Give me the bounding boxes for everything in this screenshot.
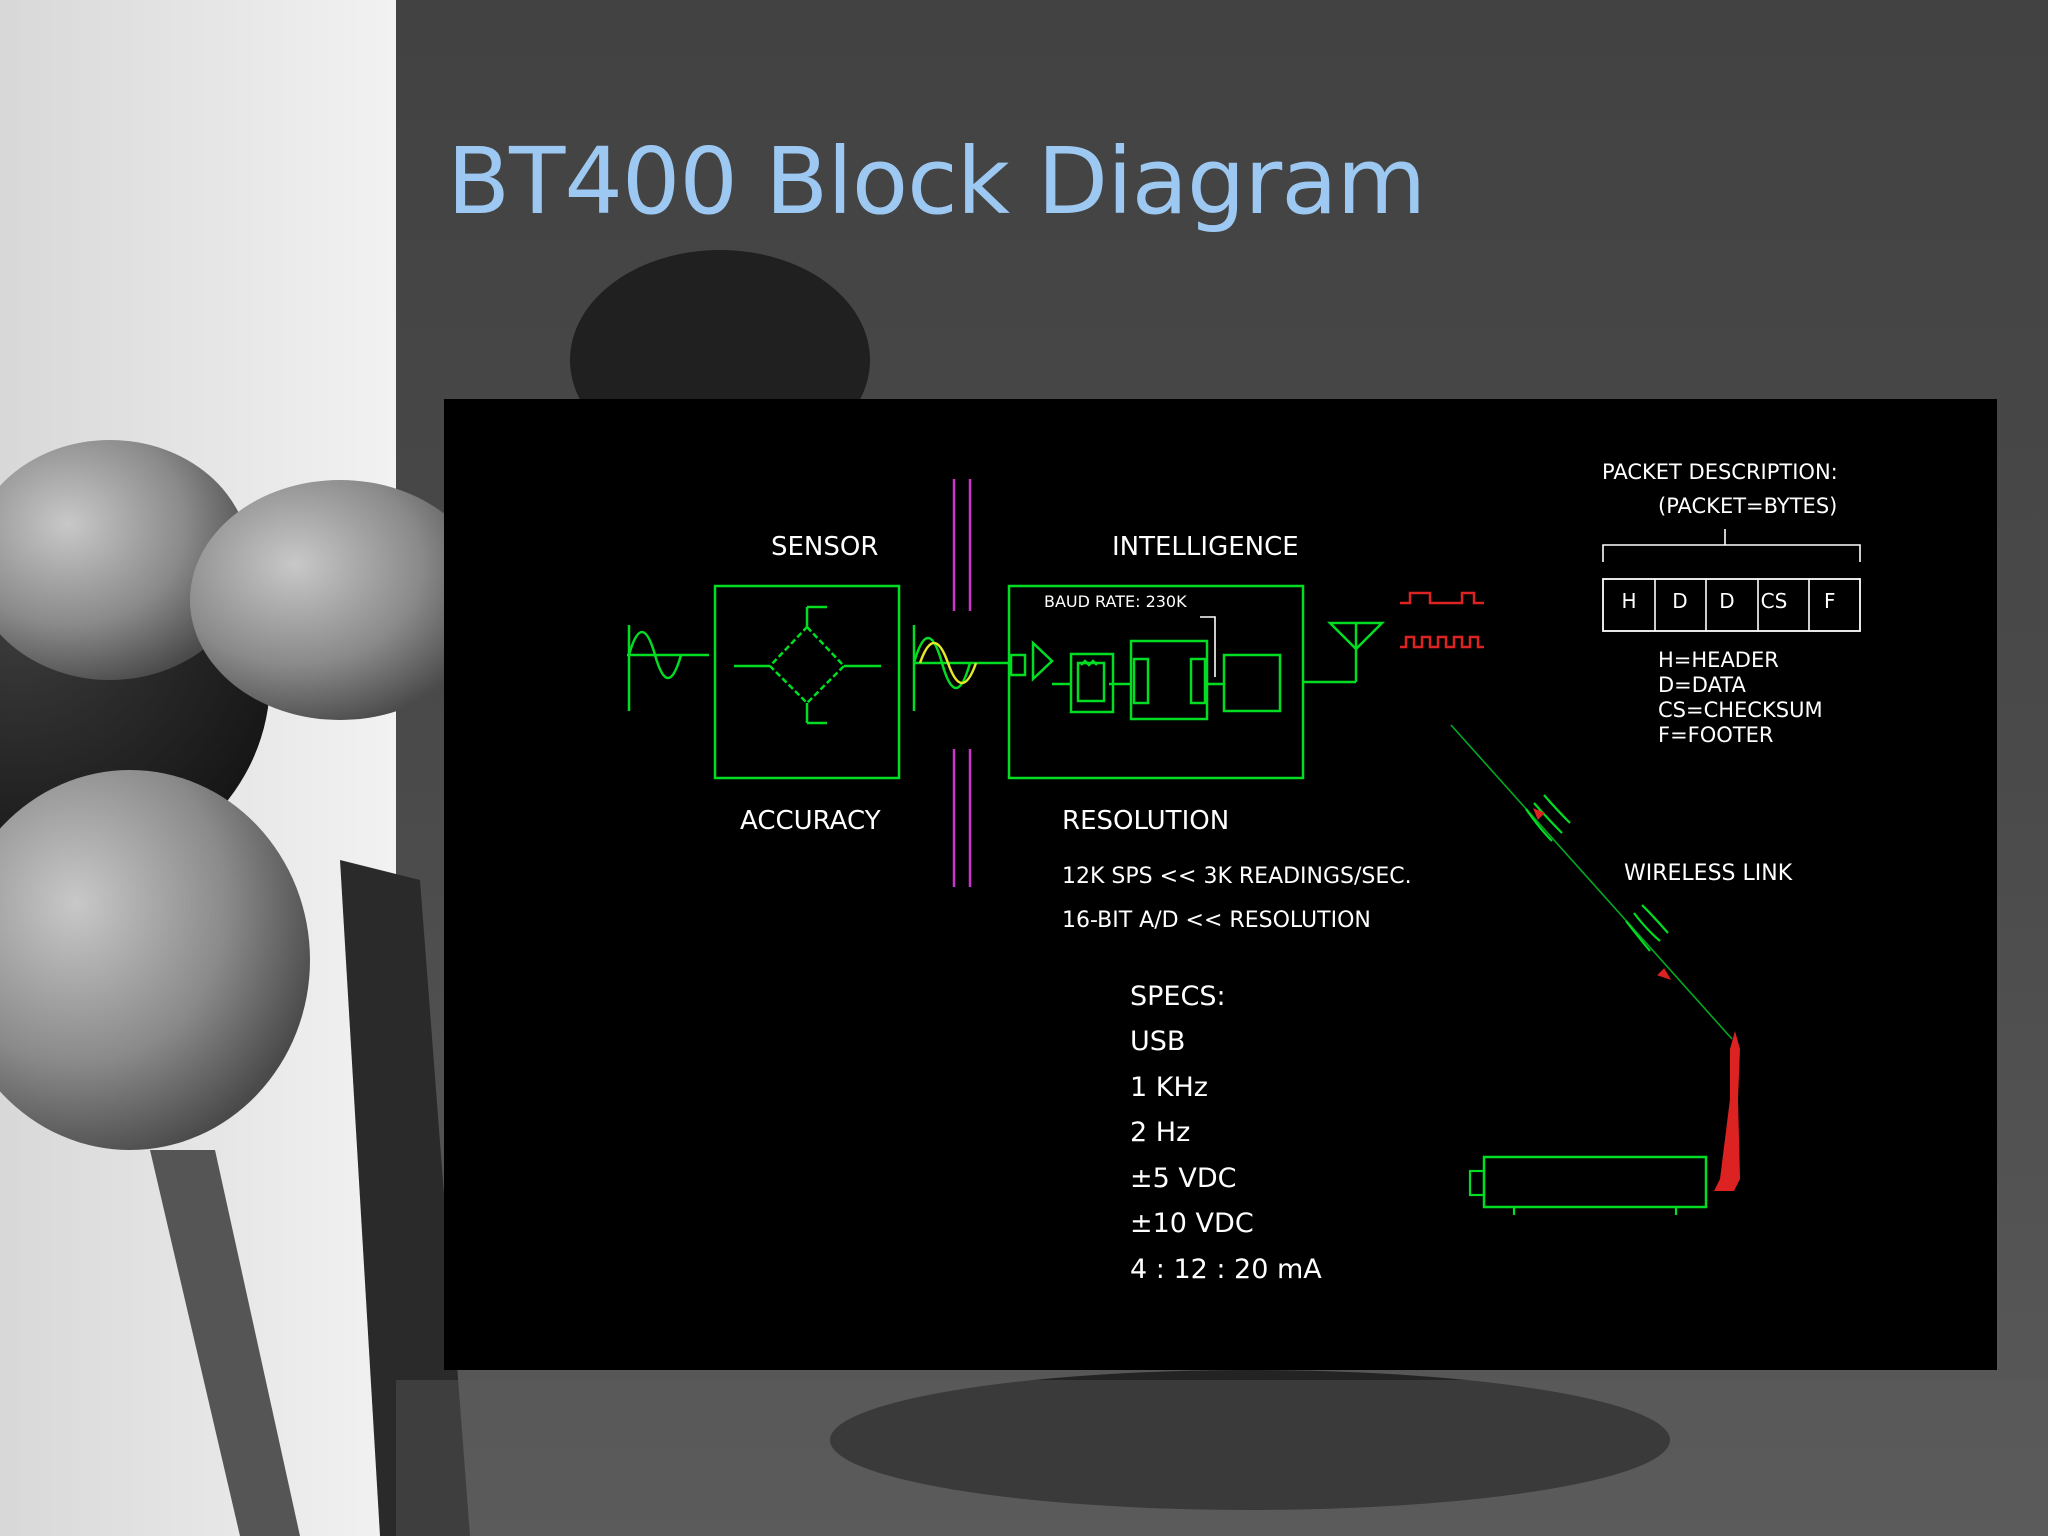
specs-title: SPECS:	[1130, 981, 1226, 1012]
packet-title: PACKET DESCRIPTION:	[1602, 460, 1838, 484]
spec-item: ±5 VDC	[1130, 1163, 1237, 1194]
packet-legend-footer: F=FOOTER	[1658, 723, 1774, 747]
specs-list: SPECS: USB 1 KHz 2 Hz ±5 VDC ±10 VDC 4 :…	[1130, 981, 1322, 1285]
packet-subtitle: (PACKET=BYTES)	[1658, 494, 1837, 518]
filter-icon	[1069, 652, 1115, 714]
packet-legend-checksum: CS=CHECKSUM	[1658, 698, 1823, 722]
block-diagram-panel: SENSOR ACCURACY INTELLIGENCE RESOLUTION …	[444, 399, 1997, 1370]
resolution-label: RESOLUTION	[1062, 806, 1229, 836]
baud-rate-leader	[1200, 616, 1216, 677]
packet-field-d2: D	[1719, 589, 1734, 613]
packet-field-f: F	[1824, 589, 1836, 613]
packet-field-cs: CS	[1761, 589, 1788, 613]
sensor-label: SENSOR	[771, 532, 878, 562]
spec-item: 4 : 12 : 20 mA	[1130, 1254, 1322, 1285]
slide-title: BT400 Block Diagram	[447, 128, 1426, 235]
adc-note: 16-BIT A/D << RESOLUTION	[1062, 908, 1371, 933]
intelligence-box	[1007, 584, 1305, 780]
signal-chain	[627, 584, 1386, 780]
mcu-icon	[1222, 653, 1282, 713]
packet-fields: H D D CS F	[1602, 578, 1861, 632]
block-diagram: SENSOR ACCURACY INTELLIGENCE RESOLUTION …	[627, 460, 1861, 1285]
baud-rate-label: BAUD RATE: 230K	[1044, 592, 1187, 611]
receiver-device-icon	[1468, 1031, 1740, 1215]
stage-divider	[952, 479, 972, 887]
wireless-link-label: WIRELESS LINK	[1624, 861, 1793, 886]
digital-pulse-icon	[1400, 591, 1484, 649]
packet-field-d1: D	[1672, 589, 1687, 613]
receiver-antenna-icon	[1714, 1031, 1740, 1191]
sensor-box	[713, 584, 901, 780]
packet-description: PACKET DESCRIPTION: (PACKET=BYTES) H D D…	[1602, 460, 1861, 747]
spec-item: 1 KHz	[1130, 1072, 1208, 1103]
packet-legend-data: D=DATA	[1658, 673, 1747, 697]
adc-icon	[1129, 639, 1209, 721]
accuracy-label: ACCURACY	[740, 806, 881, 836]
amplifier-icon	[1009, 640, 1054, 682]
packet-legend-header: H=HEADER	[1658, 648, 1779, 672]
wheatstone-bridge-icon	[734, 605, 881, 725]
spec-item: USB	[1130, 1026, 1185, 1057]
sps-note: 12K SPS << 3K READINGS/SEC.	[1062, 864, 1412, 889]
transmit-antenna-icon	[1303, 621, 1386, 684]
spec-item: ±10 VDC	[1130, 1208, 1254, 1239]
spec-item: 2 Hz	[1130, 1117, 1190, 1148]
input-sine-wave-icon	[627, 625, 709, 711]
conditioned-sine-wave-icon	[912, 625, 1010, 711]
packet-bracket	[1602, 529, 1861, 562]
intelligence-label: INTELLIGENCE	[1112, 532, 1299, 562]
packet-field-h: H	[1621, 589, 1636, 613]
wireless-link-icon	[1450, 724, 1733, 1040]
